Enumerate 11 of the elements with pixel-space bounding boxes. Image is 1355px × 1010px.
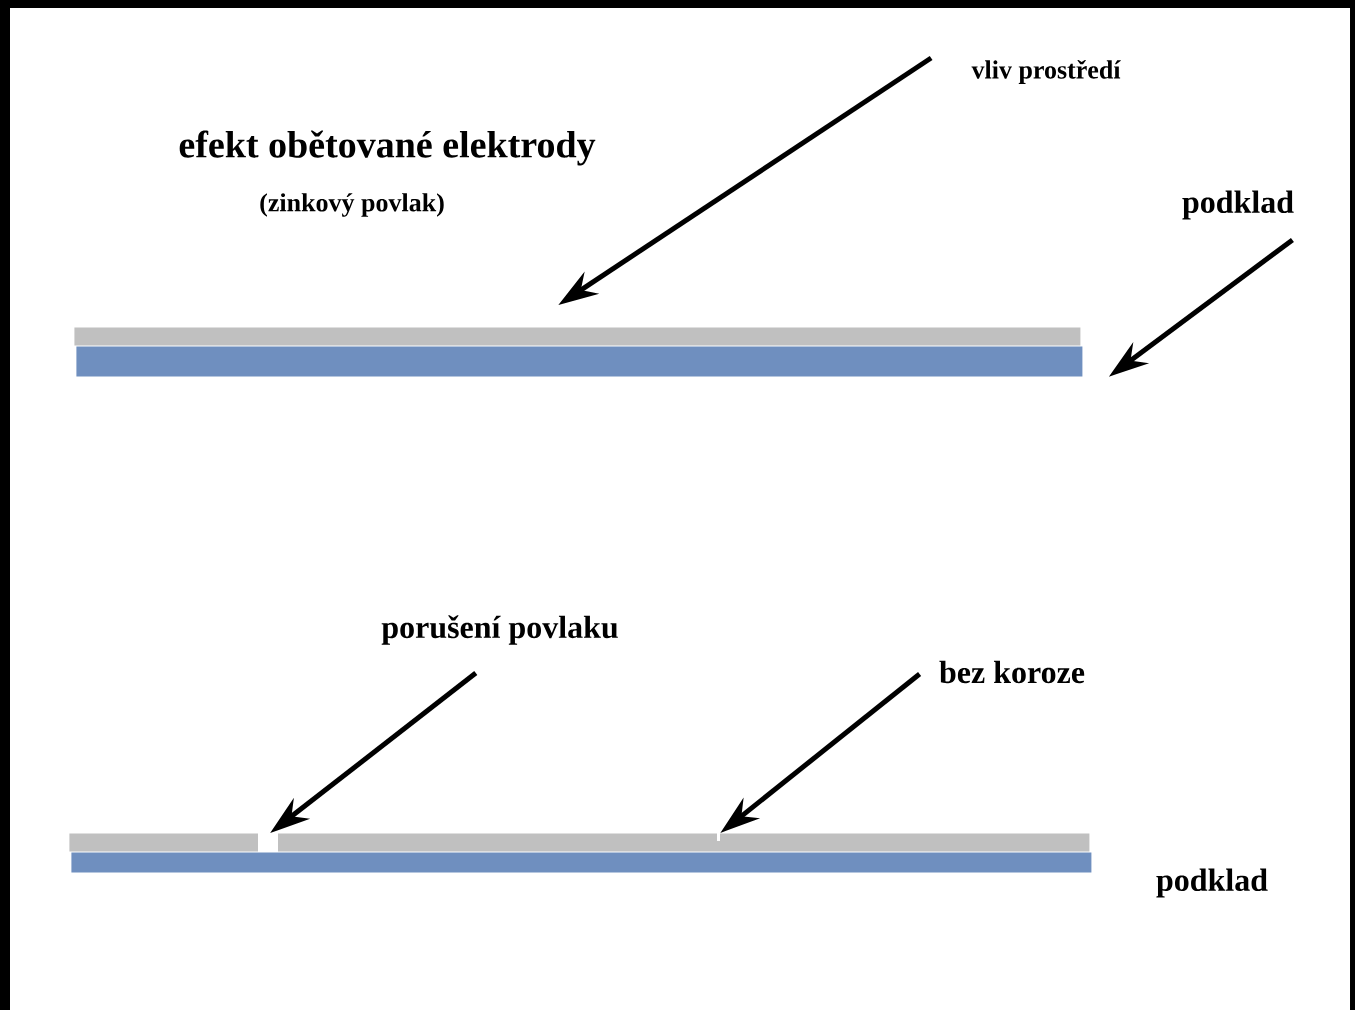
coating-layer <box>69 833 1090 852</box>
substrate-layer <box>76 346 1083 377</box>
substrate-layer <box>71 852 1092 873</box>
environment-label: vliv prostředí <box>971 60 1121 84</box>
subtitle: (zinkový povlak) <box>260 193 444 217</box>
substrate-label: podklad <box>1156 868 1268 898</box>
title: efekt obětované elektrody <box>179 130 596 166</box>
coating-damage-label: porušení povlaku <box>381 615 618 645</box>
coating-layer <box>74 327 1081 346</box>
substrate-label: podklad <box>1182 190 1294 220</box>
no-corrosion-label: bez koroze <box>939 660 1085 684</box>
